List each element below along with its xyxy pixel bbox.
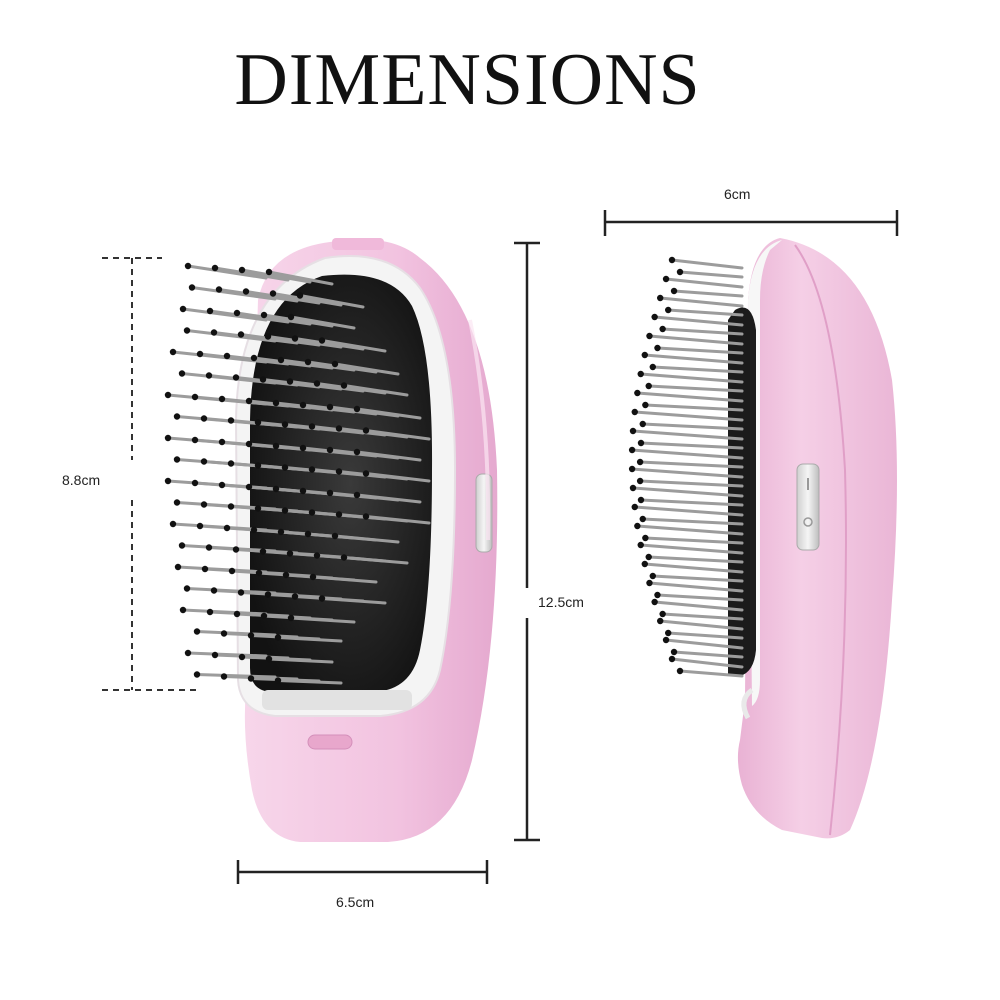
dimension-line-6cm bbox=[603, 210, 899, 236]
brush-front-view bbox=[164, 238, 498, 842]
dimension-label-width-side: 6cm bbox=[724, 186, 751, 202]
dimension-line-6-5cm bbox=[236, 860, 489, 884]
dimension-line-8-8cm bbox=[102, 257, 200, 691]
dimension-label-width-front: 6.5cm bbox=[336, 894, 375, 910]
dimension-label-height-total: 12.5cm bbox=[538, 594, 584, 610]
page-title: DIMENSIONS bbox=[234, 39, 701, 121]
bristles bbox=[164, 262, 431, 685]
bristles-side bbox=[628, 256, 744, 678]
brush-side-view bbox=[628, 238, 897, 839]
cushion-pad bbox=[250, 274, 433, 692]
dimension-label-height-bristles: 8.8cm bbox=[62, 472, 101, 488]
power-button-side bbox=[796, 463, 820, 551]
dimension-line-12-5cm bbox=[514, 241, 540, 842]
